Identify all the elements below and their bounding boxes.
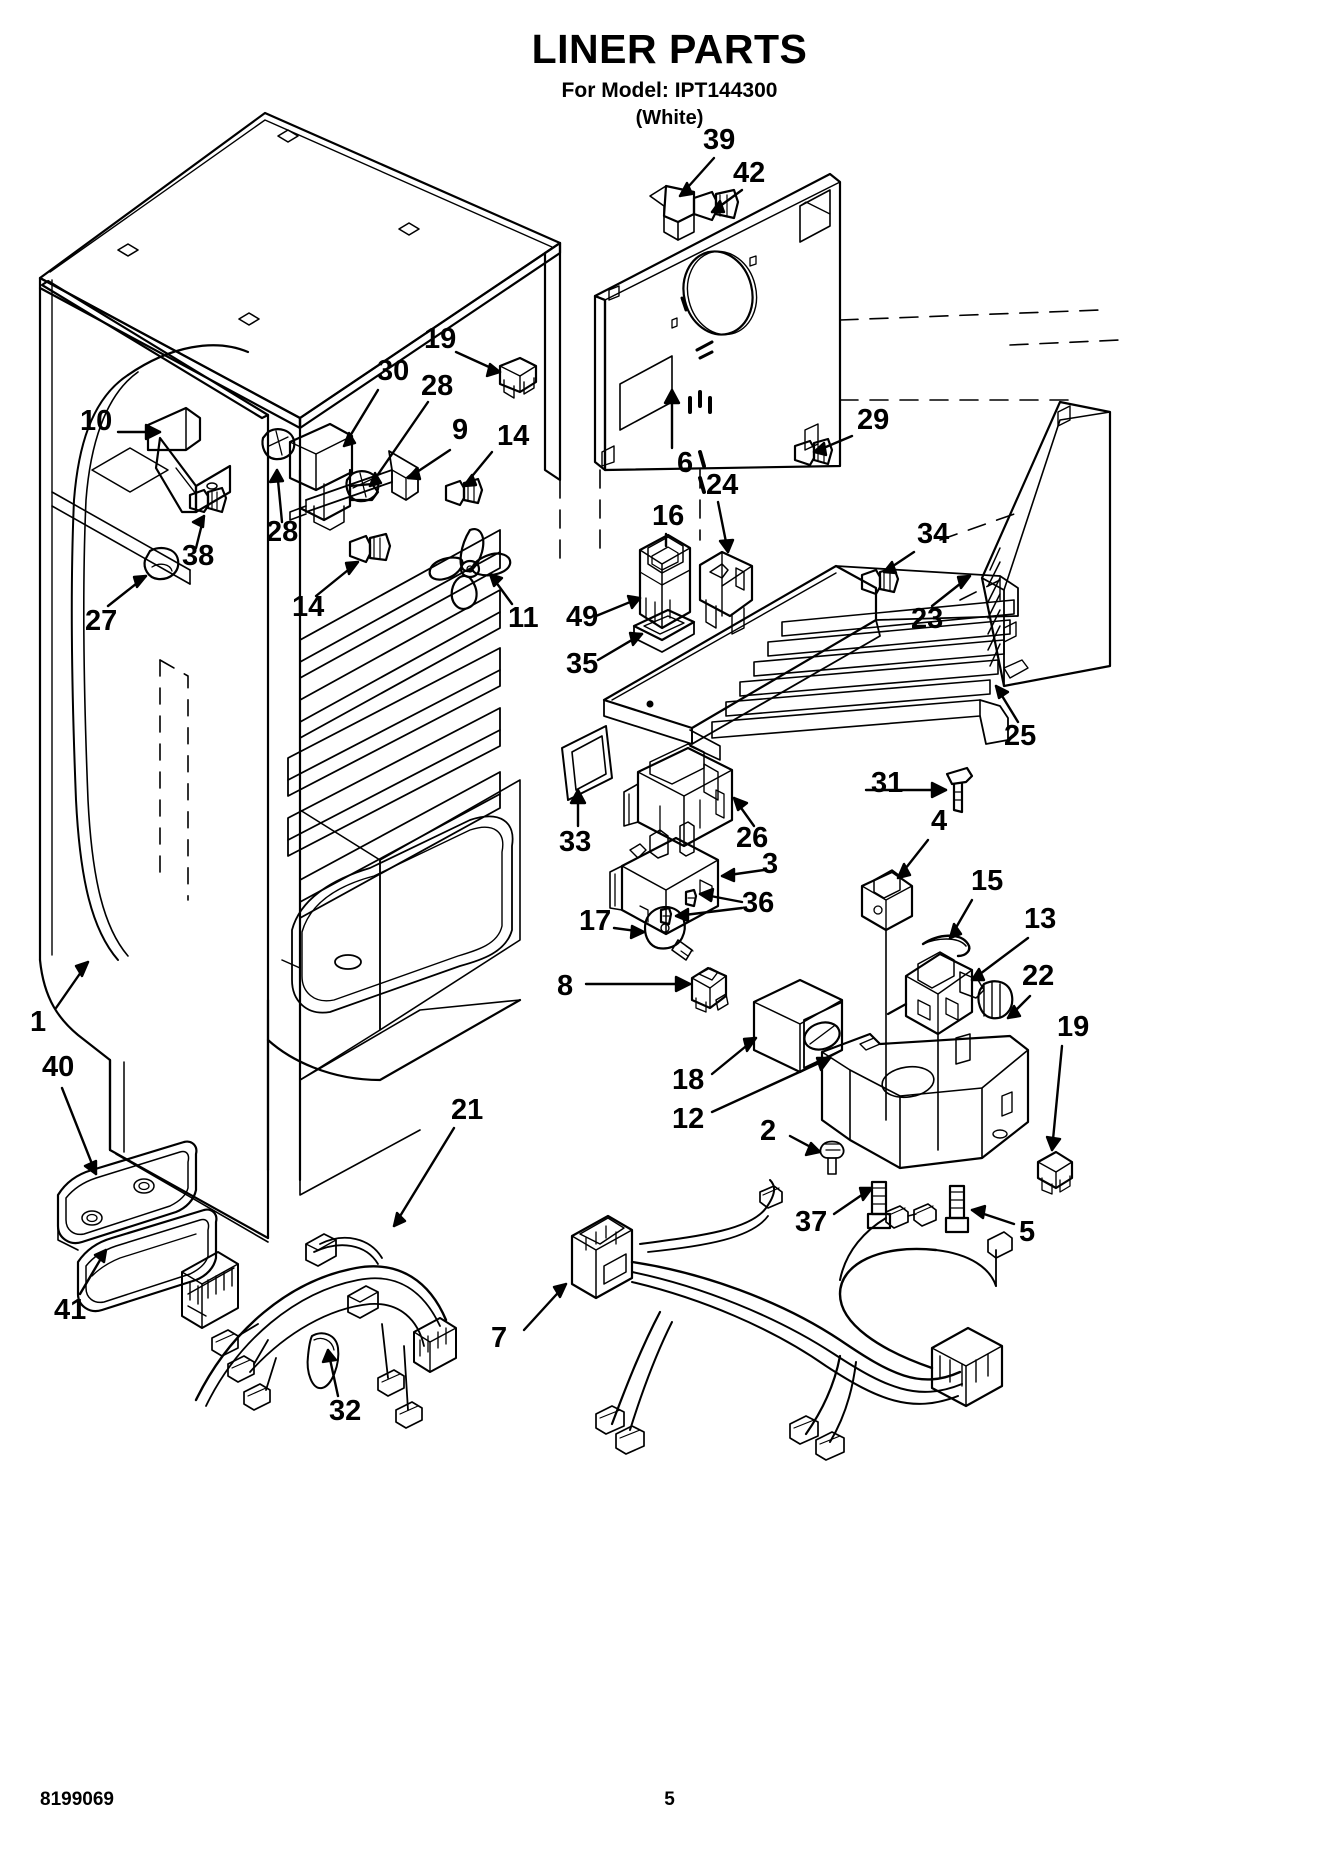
page-footer: 8199069 5 bbox=[0, 1789, 1339, 1813]
callout-41: 41 bbox=[54, 1294, 87, 1326]
callout-7: 7 bbox=[491, 1322, 508, 1354]
callout-29: 29 bbox=[857, 404, 890, 436]
callout-19-lower: 19 bbox=[1057, 1011, 1090, 1043]
clip-19-lower bbox=[1036, 1150, 1074, 1195]
light-socket-8 bbox=[690, 966, 729, 1013]
light-bulb-17 bbox=[643, 905, 694, 961]
callout-12: 12 bbox=[672, 1103, 705, 1135]
footer-part-number: 8199069 bbox=[40, 1789, 114, 1810]
callout-5: 5 bbox=[1019, 1216, 1036, 1248]
terminal-cover-22 bbox=[977, 980, 1014, 1020]
footer-page-number: 5 bbox=[664, 1789, 675, 1810]
defrost-control-3 bbox=[609, 821, 720, 936]
page-title: LINER PARTS bbox=[531, 26, 808, 72]
clip-19-upper bbox=[498, 356, 538, 399]
seal-frame-33 bbox=[561, 725, 613, 801]
screw-2 bbox=[819, 1140, 845, 1175]
callout-38: 38 bbox=[182, 540, 215, 572]
drain-grommet-27 bbox=[143, 546, 180, 581]
callout-39: 39 bbox=[703, 124, 736, 156]
screw-14-left bbox=[348, 532, 392, 564]
callout-24: 24 bbox=[706, 469, 739, 501]
callout-3: 3 bbox=[762, 848, 779, 880]
callout-35: 35 bbox=[566, 648, 599, 680]
callout-30: 30 bbox=[377, 355, 410, 387]
light-lens-41 bbox=[76, 1208, 218, 1313]
callout-34: 34 bbox=[917, 518, 950, 550]
callout-37: 37 bbox=[795, 1206, 828, 1238]
wiring-harness-21 bbox=[181, 1233, 457, 1429]
callout-33: 33 bbox=[559, 826, 592, 858]
compressor-cover-18 bbox=[752, 978, 844, 1074]
callout-36: 36 bbox=[742, 887, 775, 919]
jumper-wire-15 bbox=[921, 934, 971, 958]
callout-32: 32 bbox=[329, 1395, 362, 1427]
callout-4: 4 bbox=[931, 805, 948, 837]
screw-38 bbox=[188, 486, 228, 514]
light-shield-bracket-10 bbox=[146, 406, 232, 514]
callout-6: 6 bbox=[677, 447, 694, 479]
callout-25: 25 bbox=[1004, 720, 1037, 752]
callout-40: 40 bbox=[42, 1051, 75, 1083]
wiring-harness-7 bbox=[570, 1179, 1013, 1461]
diagram-header: LINER PARTS For Model: IPT144300 (White) bbox=[0, 26, 1339, 130]
overload-protector-24 bbox=[698, 550, 754, 635]
relay-13 bbox=[886, 951, 985, 1151]
bolt-5 bbox=[944, 1184, 970, 1234]
callout-18: 18 bbox=[672, 1064, 705, 1096]
hidden-construction-lines bbox=[559, 309, 1121, 601]
callout-15: 15 bbox=[971, 865, 1004, 897]
callout-22: 22 bbox=[1022, 960, 1055, 992]
color-subtitle: (White) bbox=[635, 107, 704, 130]
callout-42: 42 bbox=[733, 157, 766, 189]
fan-blade-11 bbox=[428, 528, 512, 610]
callout-10: 10 bbox=[80, 405, 113, 437]
grommet-28-lower bbox=[345, 470, 380, 503]
fan-housing-26 bbox=[623, 743, 734, 848]
light-bezel-40 bbox=[56, 1140, 198, 1251]
liner-shelf-rails bbox=[287, 529, 501, 919]
callout-28-lower: 28 bbox=[266, 516, 299, 548]
callout-49: 49 bbox=[566, 601, 599, 633]
callout-2: 2 bbox=[760, 1115, 777, 1147]
screw-14-right bbox=[444, 477, 484, 507]
leader-lines bbox=[54, 156, 1064, 1398]
drain-pan-12 bbox=[820, 1032, 1030, 1170]
relay-block-16 bbox=[638, 533, 692, 630]
callout-16: 16 bbox=[652, 500, 685, 532]
callout-19: 19 bbox=[424, 323, 457, 355]
callout-8: 8 bbox=[557, 970, 574, 1002]
cabinet-liner-assembly bbox=[38, 111, 562, 1243]
callout-28: 28 bbox=[421, 370, 454, 402]
callout-23: 23 bbox=[911, 603, 944, 635]
callout-26: 26 bbox=[736, 822, 769, 854]
push-pin-31 bbox=[945, 766, 974, 814]
start-device-4 bbox=[860, 869, 914, 1121]
control-box-30 bbox=[288, 422, 380, 531]
callout-9: 9 bbox=[452, 414, 469, 446]
callout-17: 17 bbox=[579, 905, 612, 937]
callout-31: 31 bbox=[871, 767, 904, 799]
callout-14: 14 bbox=[497, 420, 530, 452]
evaporator-cover-23 bbox=[602, 564, 1019, 761]
grommet-28-upper bbox=[261, 428, 296, 461]
callout-27: 27 bbox=[85, 605, 118, 637]
side-insulation-25 bbox=[980, 400, 1112, 688]
callout-1: 1 bbox=[30, 1006, 47, 1038]
callout-11: 11 bbox=[508, 602, 539, 634]
callout-21: 21 bbox=[451, 1094, 484, 1126]
screws-36 bbox=[659, 888, 698, 926]
callout-14-lower: 14 bbox=[292, 591, 325, 623]
model-subtitle: For Model: IPT144300 bbox=[561, 79, 778, 103]
callout-13: 13 bbox=[1024, 903, 1057, 935]
